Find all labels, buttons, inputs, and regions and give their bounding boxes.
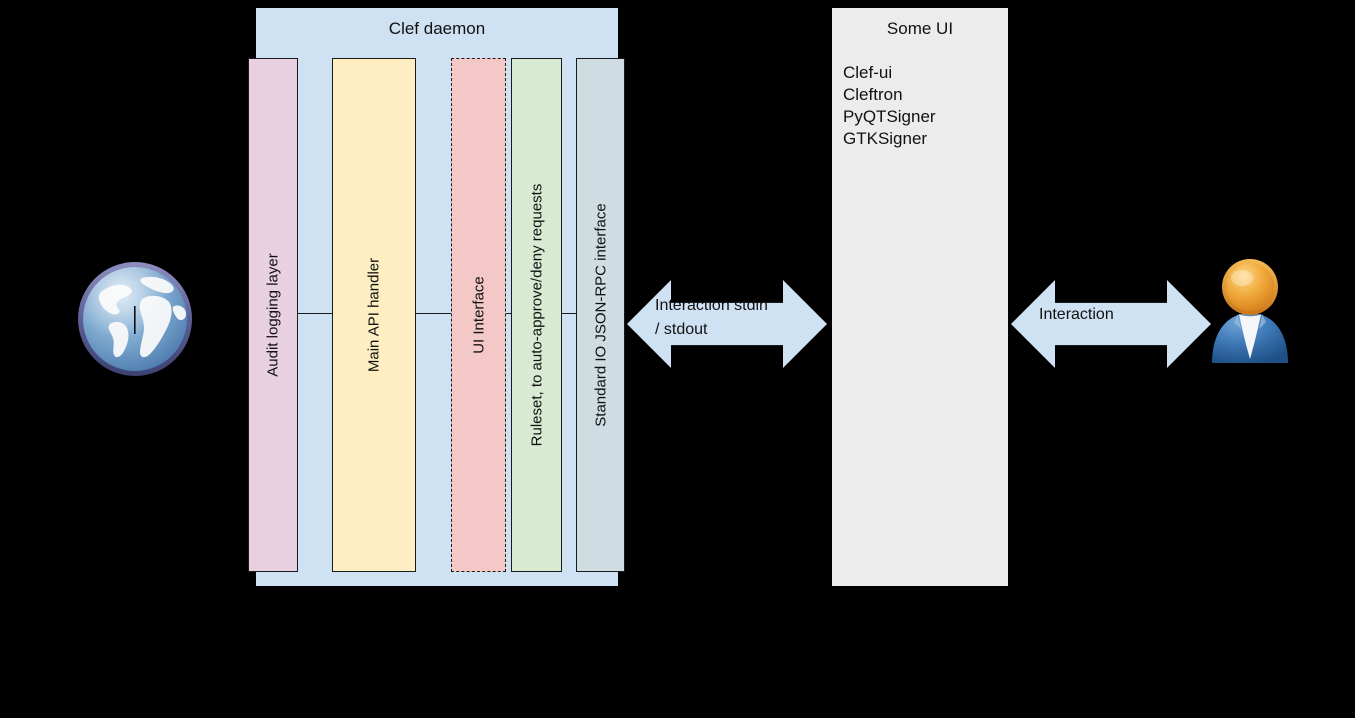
clef-daemon-container [256, 8, 618, 586]
connector-line-audit-api [297, 313, 333, 314]
globe-icon [74, 258, 196, 380]
list-item[interactable]: Cleftron [843, 85, 903, 104]
lane-ui-interface[interactable]: UI Interface [451, 58, 506, 572]
lane-audit-logging-layer[interactable]: Audit logging layer [248, 58, 298, 572]
lane-label-standard-io-jsonrpc-interface: Standard IO JSON-RPC interface [592, 203, 609, 427]
list-item[interactable]: PyQTSigner [843, 107, 936, 126]
lane-label-audit-logging-layer: Audit logging layer [264, 253, 282, 377]
user-icon [1206, 255, 1294, 365]
lane-main-api-handler[interactable]: Main API handler [332, 58, 416, 572]
lane-label-ruleset: Ruleset, to auto-approve/deny requests [528, 183, 545, 447]
arrow-label-interaction-stdin-stdout: Interaction stdin / stdout [655, 297, 768, 338]
lane-standard-io-jsonrpc-interface[interactable]: Standard IO JSON-RPC interface [576, 58, 625, 572]
clef-daemon-title: Clef daemon [388, 19, 486, 38]
some-ui-title: Some UI [886, 19, 954, 38]
some-ui-panel: Some UI Clef-ui Cleftron PyQTSigner GTKS… [832, 8, 1008, 586]
arrow-label-interaction-user: Interaction [1039, 306, 1114, 323]
lane-ruleset[interactable]: Ruleset, to auto-approve/deny requests [511, 58, 562, 572]
lane-label-main-api-handler: Main API handler [365, 257, 383, 373]
lane-label-ui-interface: UI Interface [470, 276, 487, 354]
some-ui-list: Clef-ui Cleftron PyQTSigner GTKSigner [843, 62, 1003, 150]
list-item[interactable]: GTKSigner [843, 129, 928, 148]
list-item[interactable]: Clef-ui [843, 63, 893, 82]
